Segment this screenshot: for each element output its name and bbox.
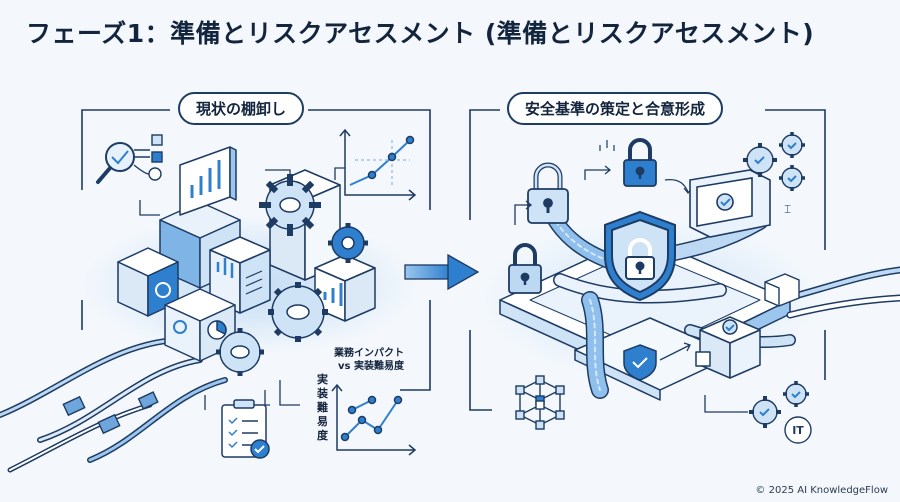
- cluster-connectors: [139, 167, 345, 410]
- block-cluster: [117, 146, 376, 362]
- right-cable-connector: [764, 273, 800, 307]
- transition-arrow: [404, 253, 480, 291]
- section-label-inventory: 現状の棚卸し: [178, 92, 305, 125]
- check-shield-icon: [623, 344, 657, 381]
- padlock-icons: [508, 138, 657, 294]
- magnifier-icon: [96, 142, 135, 184]
- left-panel-frame: [81, 109, 431, 391]
- chart-title-line1: 業務インパクト: [334, 348, 404, 359]
- network-cube-icon: [515, 375, 565, 430]
- clipboard-icon: [221, 399, 270, 459]
- sparkle-marks: [599, 140, 615, 151]
- cursor-mark: ⌶: [784, 202, 791, 216]
- gear-check-icons-bottom: [749, 381, 812, 444]
- page-title: フェーズ1：準備とリスクアセスメント (準備とリスクアセスメント): [26, 19, 815, 48]
- left-cables: [0, 337, 228, 473]
- check-monitor-icon: [689, 169, 771, 238]
- trend-chart-icon: [339, 128, 417, 201]
- flow-nodes-icon: [133, 134, 163, 181]
- copyright-footer: © 2025 AI KnowledgeFlow: [755, 485, 888, 496]
- chart-y-axis-label: 実装難易度: [317, 373, 328, 442]
- impact-difficulty-chart: [331, 383, 417, 456]
- chart-title-line2: vs 実装難易度: [338, 361, 404, 372]
- gear-icons-left: [216, 174, 368, 376]
- section-label-safety-standards: 安全基準の策定と合意形成: [507, 92, 724, 125]
- tray-arrow: [659, 342, 691, 361]
- cable-connectors: [62, 391, 159, 435]
- it-badge: IT: [792, 424, 804, 437]
- gear-check-icons-top: [743, 132, 805, 191]
- flow-arrows-right: [514, 165, 693, 225]
- right-panel-frame: [469, 109, 826, 411]
- shield-lock-icon: [604, 210, 676, 302]
- check-cube-icon: [695, 316, 761, 379]
- bottom-right-connector: [704, 395, 748, 413]
